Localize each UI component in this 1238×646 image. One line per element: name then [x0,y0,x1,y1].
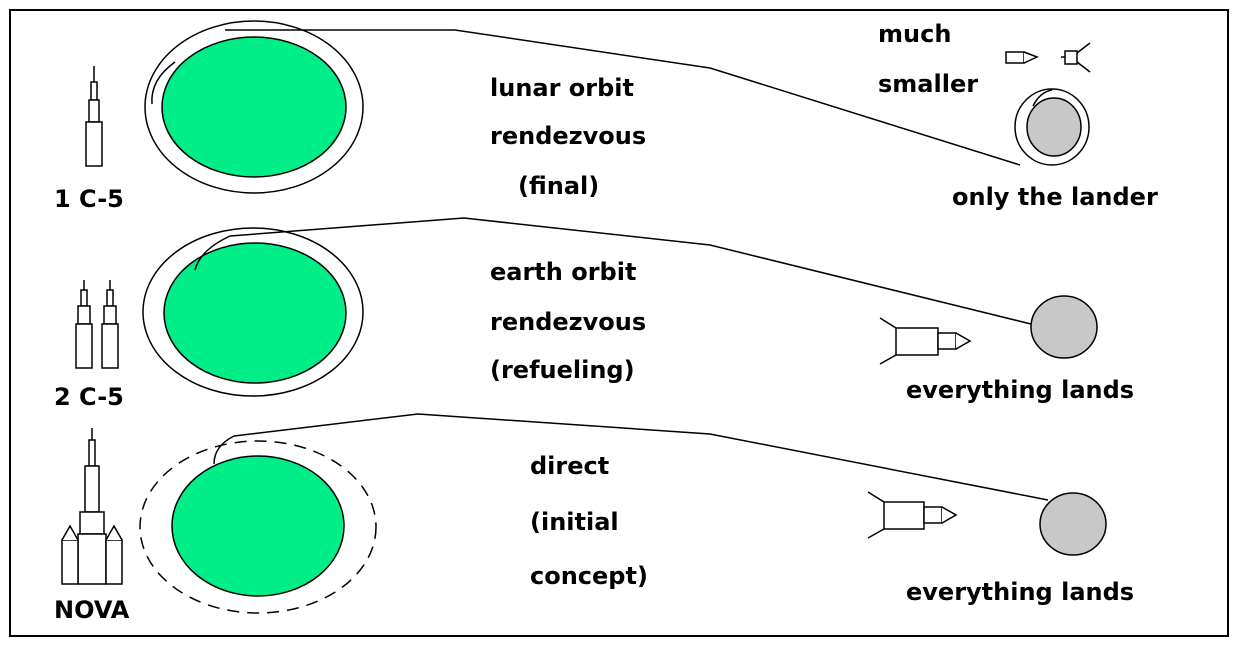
moon-globe [1030,295,1098,359]
lunar-lander-icon [1061,42,1091,73]
method-label-3-line-2: (initial [530,508,619,536]
moon-orbit-insertion [1032,89,1053,107]
moon-orbit-ring [1014,88,1090,166]
method-label-1-line-3: (final) [518,172,599,200]
launch-trajectory [151,61,176,105]
rocket-label-2: 2 C-5 [54,383,124,411]
moon-globe [1026,97,1082,157]
transfer-trajectory [229,217,1036,326]
note-label-line-2: smaller [878,70,978,98]
nova-rocket-icon [61,428,123,585]
transfer-trajectory [233,413,1049,501]
rocket-label-3: NOVA [54,596,130,624]
launch-trajectory [213,435,235,465]
outcome-label-1: only the lander [952,183,1158,211]
earth-parking-orbit [139,440,377,614]
saturn-c5-rocket-icon [85,66,103,167]
method-label-3-line-1: direct [530,452,609,480]
full-spacecraft-icon [867,491,958,539]
launch-trajectory [194,235,231,271]
transfer-trajectory [225,29,1021,166]
earth-orbit-ring [142,227,364,397]
method-label-1-line-1: lunar orbit [490,74,634,102]
outcome-label-3: everything lands [906,578,1134,606]
earth-orbit-ring [144,20,364,194]
method-label-2-line-1: earth orbit [490,258,636,286]
rocket-label-1: 1 C-5 [54,185,124,213]
moon-globe [1039,492,1107,556]
earth-globe [163,242,347,384]
saturn-c5-rocket-icon [101,280,119,369]
earth-globe [161,36,347,178]
command-module-icon [1005,51,1039,64]
row-earth-orbit-rendezvous: 2 C-5 earth orbit rendezvous (refueling)… [54,217,1134,411]
earth-globe [171,455,345,597]
outcome-label-2: everything lands [906,376,1134,404]
method-label-2-line-2: rendezvous [490,308,646,336]
row-direct-ascent: NOVA direct (initial concept) everything… [54,413,1134,624]
full-spacecraft-icon [879,317,972,365]
note-label-line-1: much [878,20,951,48]
row-lunar-orbit-rendezvous: 1 C-5 lunar orbit rendezvous (final) muc… [54,20,1158,213]
method-label-3-line-3: concept) [530,562,648,590]
method-label-1-line-2: rendezvous [490,122,646,150]
saturn-c5-rocket-icon [75,280,93,369]
method-label-2-line-3: (refueling) [490,356,635,384]
